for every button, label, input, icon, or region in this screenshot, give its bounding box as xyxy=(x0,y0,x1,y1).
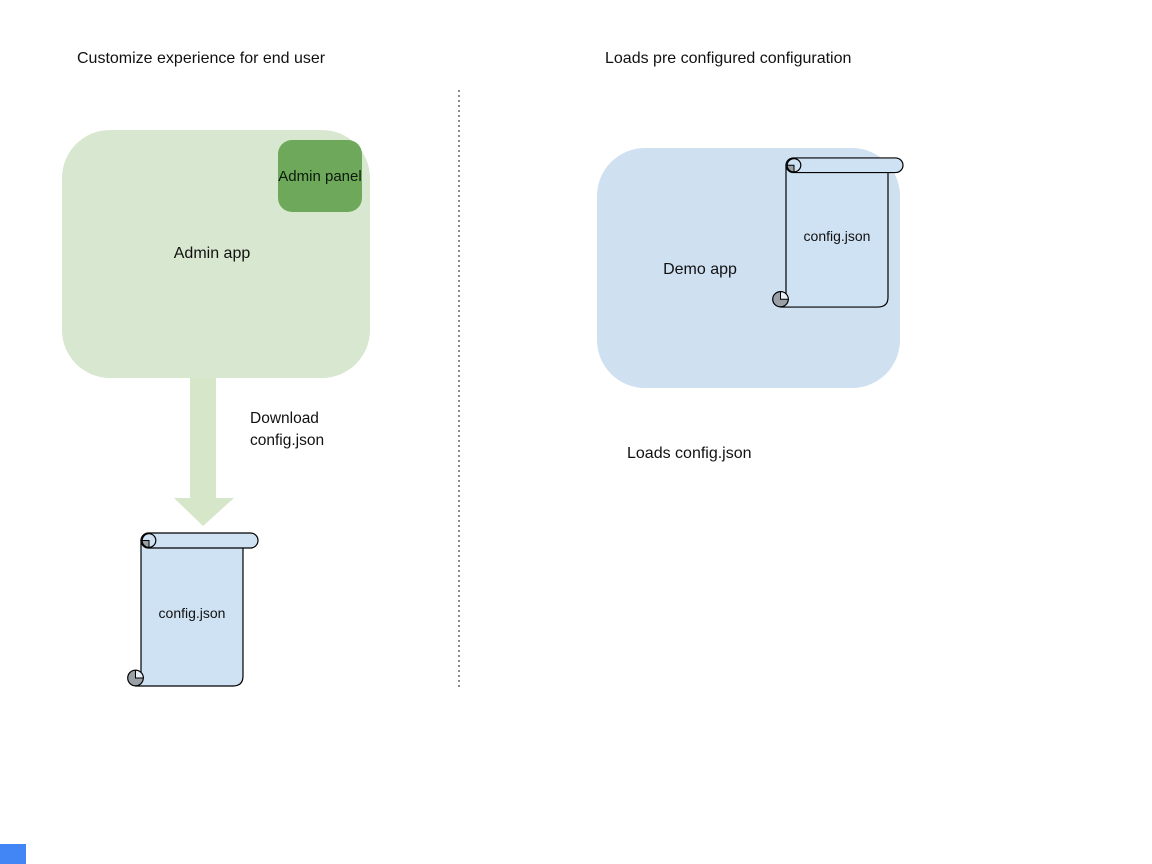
download-config-label: Download config.json xyxy=(250,410,325,449)
vertical-scroll-shape-icon xyxy=(772,157,904,308)
left-section-title: Customize experience for end user xyxy=(77,50,326,67)
left-config-file-label: config.json xyxy=(158,605,226,621)
section-divider-line xyxy=(458,90,460,687)
left-config-file: config.json xyxy=(125,531,259,687)
right-config-file-label: config.json xyxy=(803,228,871,244)
admin-app-label: Admin app xyxy=(173,245,251,262)
loads-config-caption: Loads config.json xyxy=(627,445,752,462)
right-config-file: config.json xyxy=(770,156,904,312)
download-arrow-icon xyxy=(174,378,234,526)
vertical-scroll-shape-icon xyxy=(127,532,259,687)
demo-app-label: Demo app xyxy=(663,261,737,278)
right-section-title: Loads pre configured configuration xyxy=(605,50,852,67)
corner-marker xyxy=(0,844,26,864)
admin-panel-box: Admin panel xyxy=(278,140,362,212)
admin-panel-label: Admin panel xyxy=(278,167,362,185)
